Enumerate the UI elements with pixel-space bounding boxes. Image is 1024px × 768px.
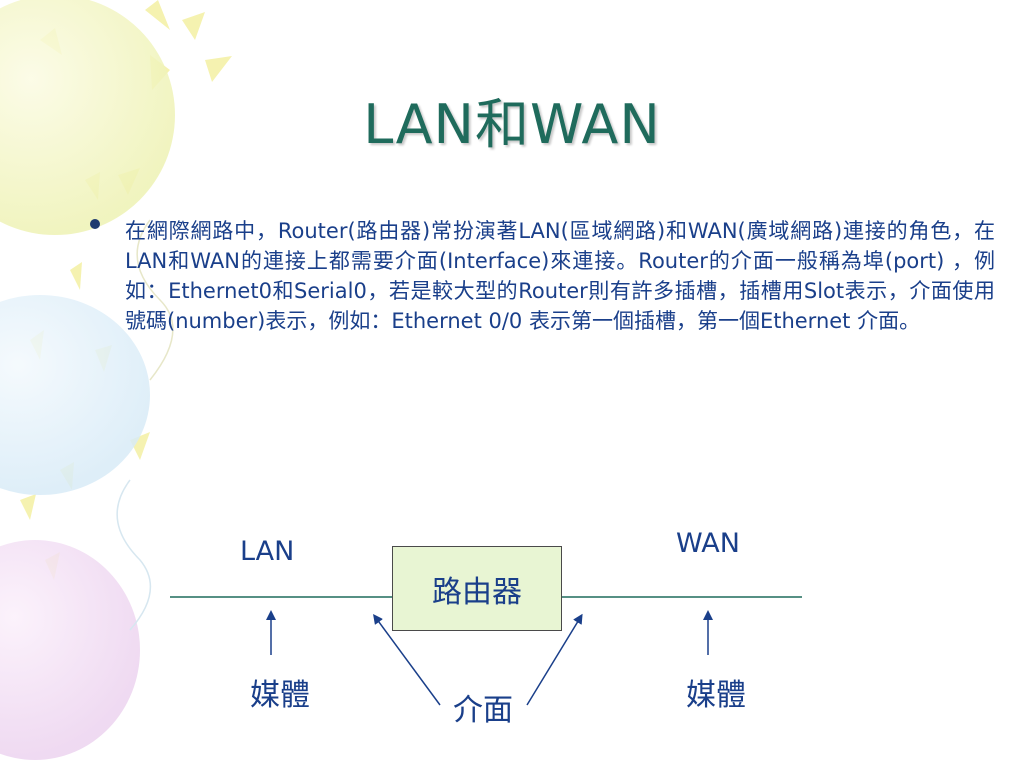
media-right-label: 媒體 bbox=[686, 678, 746, 713]
interface-right-arrow bbox=[526, 613, 583, 706]
interface-left-arrow bbox=[373, 613, 441, 706]
lan-label: LAN bbox=[240, 536, 295, 567]
blue-balloon-decoration bbox=[0, 295, 150, 495]
purple-balloon-decoration bbox=[0, 540, 140, 760]
wan-label: WAN bbox=[676, 528, 740, 559]
media-left-label: 媒體 bbox=[250, 678, 310, 713]
bullet-paragraph: 在網際網路中，Router(路由器)常扮演著LAN(區域網路)和WAN(廣域網路… bbox=[125, 219, 995, 333]
bullet-marker bbox=[90, 219, 100, 229]
router-box: 路由器 bbox=[392, 546, 562, 631]
slide-title: LAN和WAN bbox=[363, 93, 661, 156]
router-label: 路由器 bbox=[432, 574, 522, 610]
yellow-balloon-decoration bbox=[0, 0, 175, 235]
interface-label: 介面 bbox=[453, 693, 513, 728]
